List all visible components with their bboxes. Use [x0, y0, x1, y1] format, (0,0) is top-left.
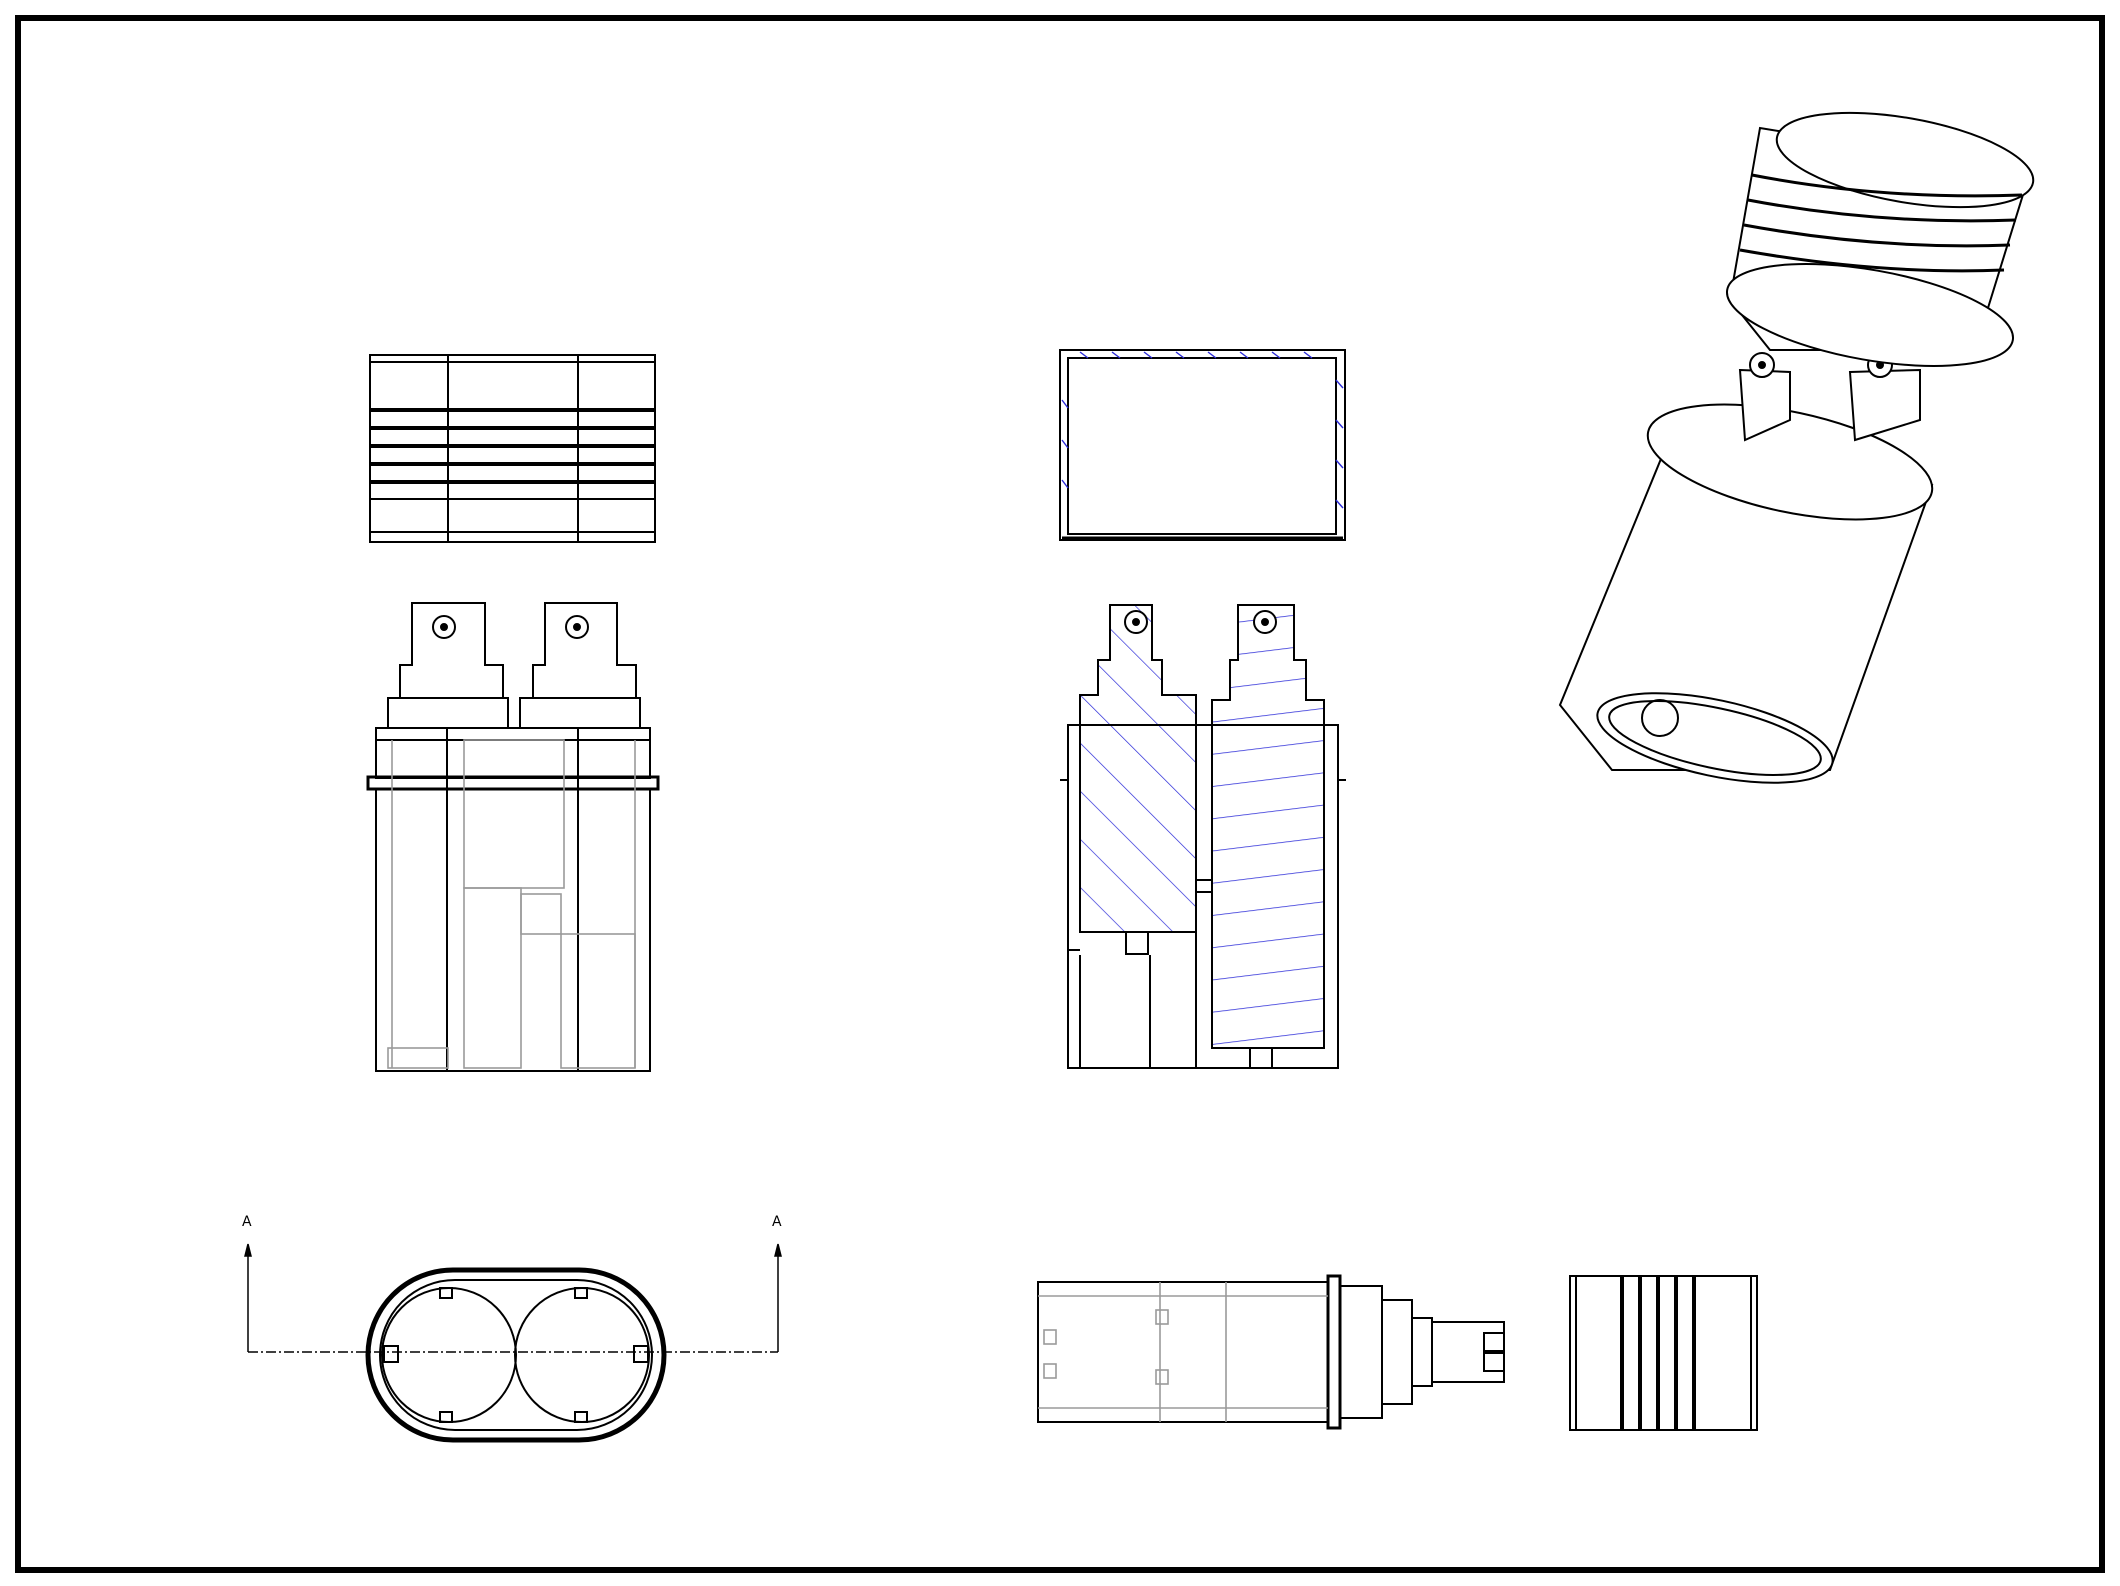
- drawing-frame: [15, 15, 2105, 1573]
- cap-front-view: [369, 354, 656, 543]
- section-line-a-a: [244, 1243, 782, 1353]
- body-bottom-view: [365, 1267, 667, 1443]
- body-side-view: [1037, 1274, 1505, 1430]
- body-front-view: [366, 602, 660, 1072]
- cap-section-view: [1059, 349, 1346, 541]
- body-section-view: [1060, 604, 1346, 1069]
- section-label-left: A: [242, 1214, 252, 1230]
- cap-side-view: [1569, 1275, 1758, 1431]
- blank-area: [1040, 1085, 1350, 1190]
- section-label-right: A: [772, 1214, 782, 1230]
- isometric-view: [1558, 111, 2035, 784]
